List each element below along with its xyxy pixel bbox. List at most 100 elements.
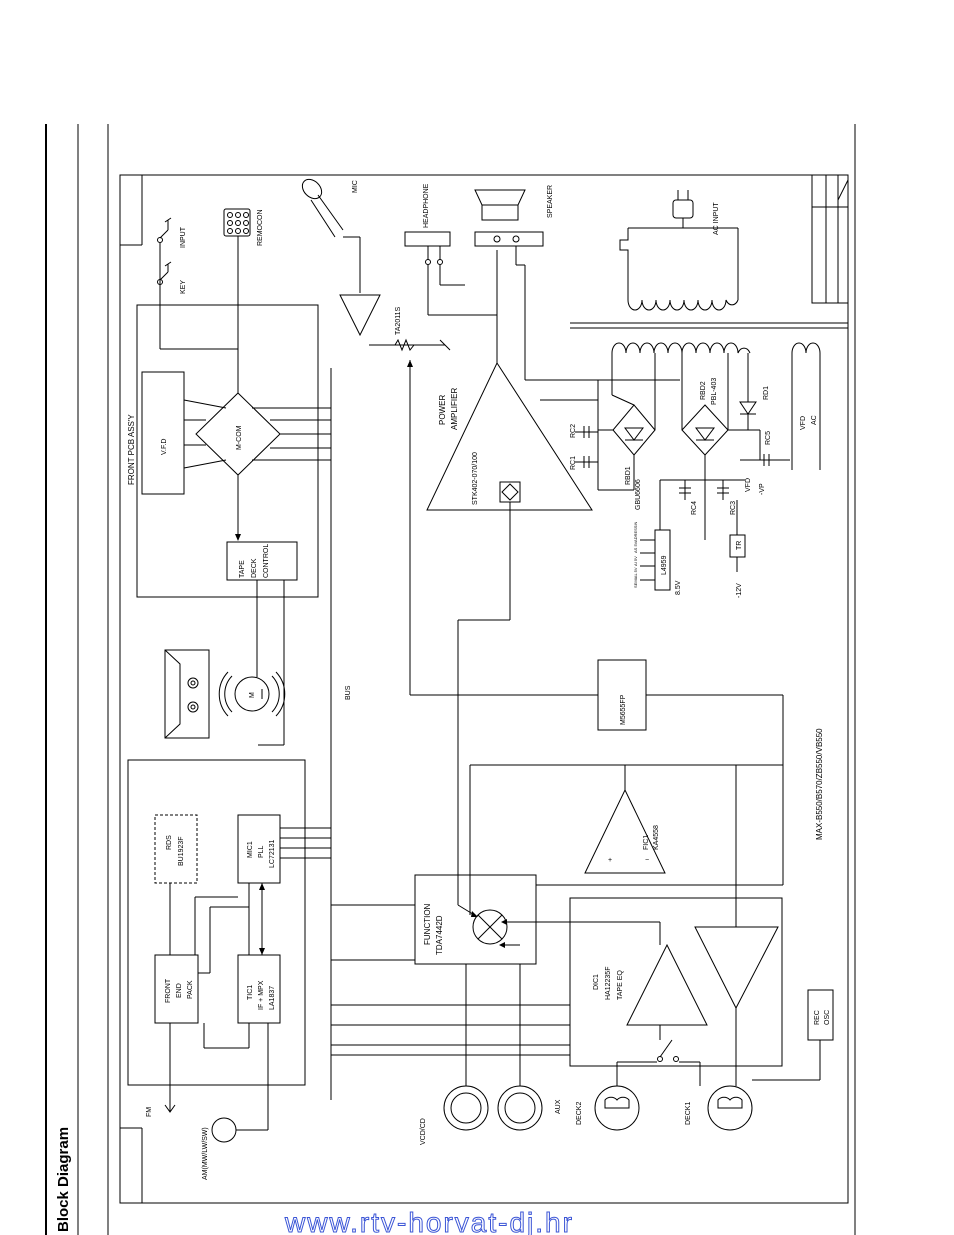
rc3-label: RC3 <box>730 501 737 515</box>
v85-label: 8.5V <box>675 580 682 595</box>
front-end-l3: PACK <box>187 980 194 999</box>
front-pcb-box <box>136 304 319 598</box>
tape-deck-l1: TAPE <box>239 560 246 578</box>
am-label: AM(MW/LW/SW) <box>202 1127 209 1180</box>
m5655-label: M5655FP <box>620 694 627 725</box>
mic1-box <box>237 814 281 884</box>
reg-out-2: AI 5V <box>633 556 638 566</box>
tr-label: TR <box>736 541 743 550</box>
key-label: KEY <box>180 280 187 294</box>
mic-icon <box>301 178 344 238</box>
vfd-ac-l2: AC <box>811 415 818 425</box>
reg-out-3: AS 5V <box>633 541 638 553</box>
mic-label: MIC <box>352 180 359 193</box>
mic1-l3: LC72131 <box>269 839 276 868</box>
vfd-ac-l1: VFD <box>800 416 807 430</box>
aux-label: AUX <box>555 1099 562 1114</box>
cassette-icon <box>164 649 210 739</box>
fic1-plus: + <box>608 857 612 864</box>
protection-icon <box>499 481 521 503</box>
fic1-l1: FIC1 <box>643 835 650 850</box>
power-amp-l2: AMPLIFIER <box>450 388 459 430</box>
motor-label: M <box>249 692 256 698</box>
reg-out-1: SEMIAL 5V <box>633 567 638 588</box>
function-l2: TDA7442D <box>435 915 444 955</box>
remocon-label: REMOCON <box>257 209 264 246</box>
tic1-box <box>237 954 281 1024</box>
pbl-label: PBL-403 <box>711 378 718 405</box>
ac-plug-icon <box>672 190 694 219</box>
fm-antenna-icon <box>164 1023 176 1113</box>
dic1-l2: HA12235F <box>605 967 612 1000</box>
deck1-label: DECK1 <box>685 1102 692 1125</box>
tape-deck-l2: DECK <box>251 558 258 578</box>
rc5-cap <box>740 454 790 466</box>
vfd-label: V.F.D <box>161 439 168 455</box>
rbd1-bridge-icon <box>612 404 656 456</box>
power-amp <box>426 361 593 511</box>
diagram-frame <box>119 174 849 1204</box>
input-switch <box>157 217 172 243</box>
remocon-icon <box>223 208 251 237</box>
rc2-cap <box>575 426 598 438</box>
bus-label: BUS <box>345 685 352 700</box>
rc1-cap <box>575 456 598 468</box>
rec-osc-l1: REC <box>814 1010 821 1025</box>
front-pcb-label: FRONT PCB ASS'Y <box>127 414 136 485</box>
dic1-l1: DIC1 <box>593 974 600 990</box>
speaker-icon <box>474 189 526 221</box>
rc4-cap <box>679 480 691 500</box>
rec-osc-l2: OSC <box>824 1010 831 1025</box>
transformer-vfd-winding <box>791 342 821 354</box>
mic1-l1: MIC1 <box>247 841 254 858</box>
fm-label: FM <box>146 1107 153 1117</box>
rc5-label: RC5 <box>765 431 772 445</box>
front-end-box <box>154 954 199 1024</box>
deck1-head-icon <box>707 1085 753 1131</box>
deck-switch <box>657 1039 679 1062</box>
tape-deck-l3: CONTROL <box>263 544 270 578</box>
front-end-l1: FRONT <box>165 978 172 1003</box>
l4959-box <box>654 529 671 591</box>
fic1-opamp <box>584 788 666 874</box>
rbd1-label: RBD1 <box>625 466 632 485</box>
l4959-label: L4959 <box>661 555 668 575</box>
front-end-l2: END <box>176 983 183 998</box>
model-label: MAX-B550/B570/ZB550/VB550 <box>815 728 824 840</box>
gbu-label: GBU6606 <box>635 479 642 510</box>
rc1-label: RC1 <box>570 456 577 470</box>
input-label: INPUT <box>180 226 187 248</box>
rbd2-bridge-icon <box>681 404 729 456</box>
mic1-l2: PLL <box>258 845 265 858</box>
function-l1: FUNCTION <box>423 903 432 945</box>
transformer-primary <box>627 299 739 311</box>
reg-out-4: ADRESSIN <box>633 521 638 542</box>
function-box <box>414 874 537 965</box>
aux-jack-icon <box>497 1085 543 1131</box>
rd1-diode-icon <box>739 401 757 415</box>
stk-label: STK402-070/100 <box>472 452 479 505</box>
rec-amp <box>694 926 779 1010</box>
micom-label: M-COM <box>236 425 243 450</box>
rds-box <box>154 814 198 884</box>
vfd-box <box>141 371 185 495</box>
vcd-cd-label: VCD/CD <box>420 1118 427 1145</box>
rc3-cap <box>717 480 729 500</box>
rds-l1: RDS <box>166 835 173 850</box>
am-antenna-icon <box>211 1117 237 1143</box>
vcd-cd-jack-icon <box>443 1085 489 1131</box>
ta2011s-amp <box>339 294 381 337</box>
mixer-icon <box>472 909 508 945</box>
headphone-label: HEADPHONE <box>423 183 430 228</box>
fic1-l2: KA4558 <box>653 825 660 850</box>
ac-input-label: AC INPUT <box>713 202 720 235</box>
dic1-amp <box>626 943 708 1026</box>
tic1-l1: TIC1 <box>247 985 254 1000</box>
tuner-box <box>127 759 306 1086</box>
headphone-jack <box>404 231 451 247</box>
rbd2-label: RBD2 <box>700 381 707 400</box>
watermark: www.rtv-horvat-dj.hr <box>284 1207 574 1235</box>
deck2-label: DECK2 <box>576 1102 583 1125</box>
vfd-rail-label: VFD <box>745 478 752 492</box>
